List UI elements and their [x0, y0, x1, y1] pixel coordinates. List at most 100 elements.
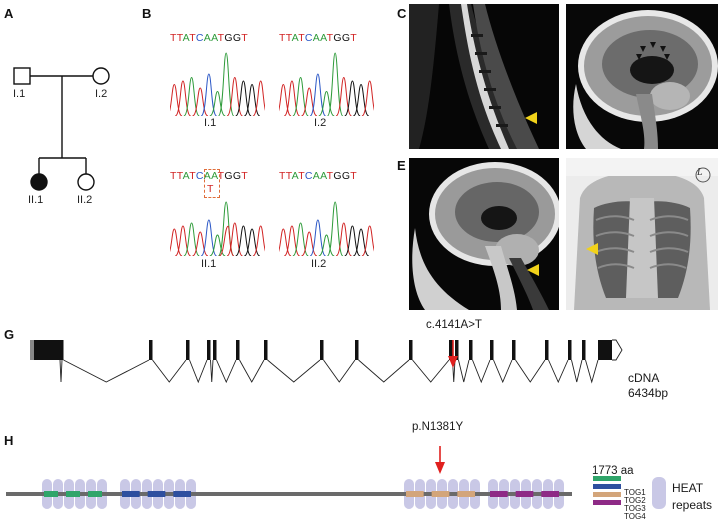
- sequence-base: G: [333, 170, 342, 182]
- chromatogram-peak: [309, 219, 327, 256]
- legend-tog4-label: TOG4: [624, 512, 646, 521]
- sequence-base: A: [320, 170, 327, 182]
- cdna-length-label: 6434bp: [628, 386, 669, 400]
- gene-intron: [548, 359, 569, 384]
- chromatogram-peak: [318, 90, 335, 116]
- gene-exon: [545, 340, 549, 360]
- protein-domain-diagram: [6, 446, 666, 509]
- mri-brain-sagittal: [566, 4, 718, 149]
- mutation-highlight-box: [204, 169, 220, 198]
- tog-domain-segment: [122, 491, 140, 497]
- tog-domain-segment: [88, 491, 102, 497]
- tog-domain-segment: [515, 491, 534, 497]
- legend-swatch-tog3: [593, 492, 621, 497]
- pedigree-sister-circle: [77, 173, 95, 191]
- chromatogram-peak: [217, 52, 235, 116]
- sequence-base: A: [291, 170, 299, 182]
- chromatogram-peak: [209, 90, 226, 116]
- gene-exon: [490, 340, 494, 360]
- gene-exon: [355, 340, 359, 360]
- sequence-base: T: [170, 32, 177, 44]
- chromatogram-i2: [279, 52, 374, 116]
- sequence-base: T: [170, 170, 177, 182]
- chromatogram-i1: [170, 52, 265, 116]
- sequence-base: A: [211, 170, 218, 182]
- sequence-base: G: [341, 170, 351, 182]
- gene-exon: [455, 340, 459, 360]
- sequence-base: G: [341, 32, 351, 44]
- panel-letter-h: H: [4, 433, 14, 448]
- sequence-base: C: [195, 170, 204, 182]
- chromatogram-peak: [301, 87, 318, 116]
- pedigree-label-i2: I.2: [95, 88, 108, 100]
- panel-letter-g: G: [4, 327, 15, 342]
- mutation-arrow-protein: [435, 446, 445, 474]
- gene-intron: [571, 359, 583, 383]
- heat-repeat-legend-swatch: [652, 477, 666, 509]
- gene-exon: [449, 340, 453, 360]
- sequence-base: T: [241, 170, 249, 182]
- gene-exon: [568, 340, 572, 360]
- sequence-base: G: [224, 170, 233, 182]
- sequence-base: A: [211, 32, 218, 44]
- sequence-base: C: [304, 170, 313, 182]
- sequence-base: T: [176, 32, 183, 44]
- finding-arrowhead-icon: [525, 112, 537, 124]
- xray-side-marker: L: [697, 167, 703, 178]
- chromatogram-ii1: [170, 201, 265, 256]
- cdna-label: cDNA: [628, 371, 660, 385]
- mutation-arrow-gene: [448, 340, 458, 368]
- gene-structure-diagram: [30, 339, 623, 384]
- chromatogram-peak: [361, 225, 374, 256]
- sequence-base: T: [326, 32, 334, 44]
- chromatogram-peak: [318, 234, 335, 256]
- sequence-base: T: [189, 32, 196, 44]
- pedigree-affected-daughter: [30, 173, 48, 191]
- gene-exon: [598, 340, 612, 360]
- legend-swatch-tog1: [593, 476, 621, 481]
- sanger-label-i1: I.1: [204, 117, 217, 129]
- tog-domain-segment: [173, 491, 191, 497]
- sequence-base: T: [279, 32, 286, 44]
- legend-tog3-label: TOG3: [624, 504, 646, 513]
- sequence-base: T: [298, 170, 305, 182]
- tog-domain-segment: [406, 491, 424, 497]
- chromatogram-peak: [326, 201, 344, 256]
- gene-intron: [515, 359, 546, 383]
- sequence-base: T: [350, 32, 358, 44]
- legend-swatch-tog2: [593, 484, 621, 489]
- gene-exon: [186, 340, 190, 360]
- gene-intron: [412, 359, 450, 383]
- legend-tog2-label: TOG2: [624, 496, 646, 505]
- protein-mutation-label: p.N1381Y: [412, 421, 464, 433]
- sequence-base: T: [189, 170, 196, 182]
- chromatogram-peak: [326, 52, 344, 116]
- heat-label-line2: repeats: [672, 498, 713, 512]
- protein-length-label: 1773 aa: [592, 465, 634, 477]
- tog-domain-segment: [147, 491, 166, 497]
- sequence-base: T: [241, 32, 249, 44]
- pedigree-label-ii1: II.1: [28, 194, 44, 206]
- tog-domain-segment: [66, 491, 80, 497]
- gene-intron: [239, 359, 265, 383]
- panel-letter-c: C: [397, 6, 407, 21]
- sequence-base: A: [320, 32, 327, 44]
- gene-exon: [60, 340, 64, 360]
- chromatogram-peak: [361, 80, 374, 116]
- sanger-label-ii1: II.1: [201, 258, 217, 270]
- chromatogram-ii2: [279, 201, 374, 256]
- gene-intron: [358, 359, 410, 383]
- panel-letter-e: E: [397, 158, 406, 173]
- sequence-base: G: [333, 32, 342, 44]
- sequence-base: T: [176, 170, 183, 182]
- sequence-base: T: [298, 32, 305, 44]
- pedigree-label-i1: I.1: [13, 88, 26, 100]
- gene-intron: [216, 359, 237, 384]
- tog-domain-segment: [431, 491, 450, 497]
- sequence-base: G: [224, 32, 233, 44]
- sequence-base: T: [217, 32, 225, 44]
- pedigree-label-ii2: II.2: [77, 194, 93, 206]
- gene-intron: [585, 359, 599, 384]
- gene-intron: [458, 359, 470, 383]
- sanger-seq-i2: TTATCAATGGT: [279, 32, 357, 44]
